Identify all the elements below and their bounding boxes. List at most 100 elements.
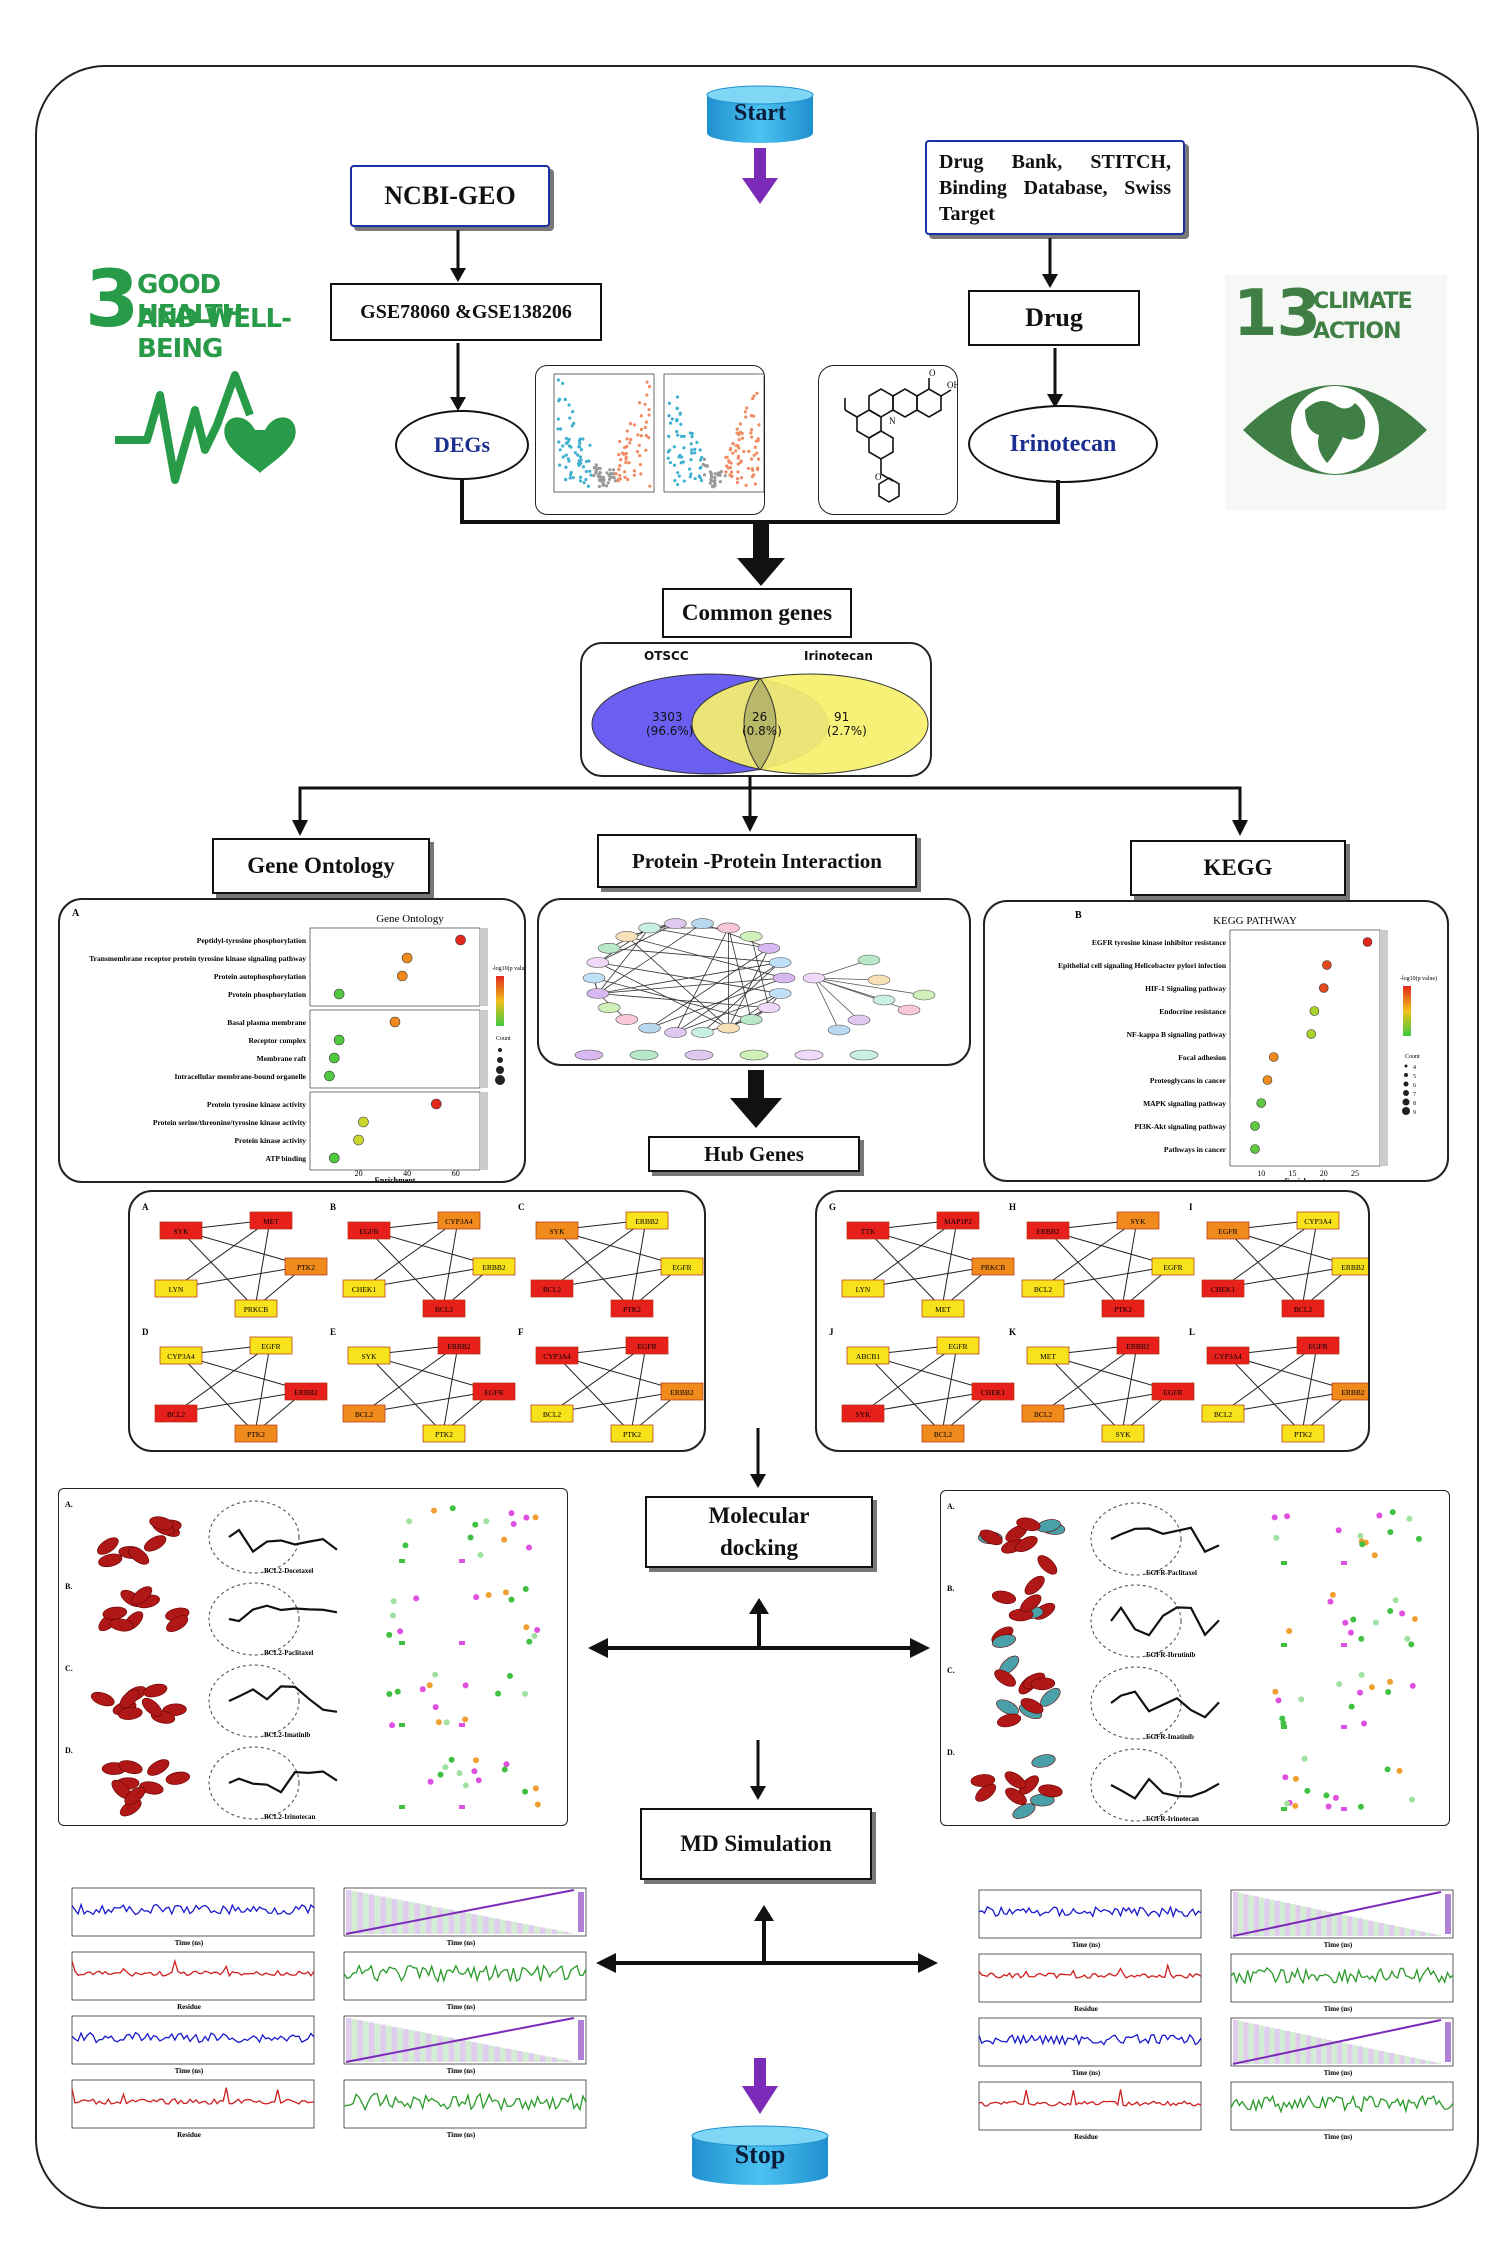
venn-right-label: Irinotecan: [804, 649, 873, 663]
drug-database-label: Drug Bank, STITCH, Binding Database, Swi…: [939, 150, 1171, 225]
docking-pose: C.BCL2-Imatinib: [65, 1664, 529, 1739]
kegg-term-label: Endocrine resistance: [1159, 1007, 1226, 1016]
ppi-node: [638, 1022, 661, 1034]
venn-right-pct: (2.7%): [827, 724, 867, 738]
docking-pose: D.BCL2-Irinotecan: [65, 1746, 541, 1821]
hub-gene-label: ERBB2: [670, 1388, 694, 1397]
go-term-label: Protein kinase activity: [234, 1136, 306, 1145]
hub-gene-node: [234, 1424, 278, 1443]
kegg-term-label: MAPK signaling pathway: [1143, 1099, 1226, 1108]
venn-left-count: 3303: [652, 710, 683, 724]
kegg-count-value: 8: [1413, 1101, 1416, 1107]
hub-gene-node: [1206, 1221, 1250, 1240]
ncbi-geo-label: NCBI-GEO: [384, 181, 516, 210]
hub-gene-node: [154, 1279, 198, 1298]
dataset-box: GSE78060 &GSE138206: [330, 283, 602, 341]
hub-gene-label: EGFR: [1218, 1227, 1237, 1236]
hub-gene-node: [841, 1279, 885, 1298]
hub-gene-node: [1201, 1279, 1245, 1298]
go-dot: [358, 1116, 369, 1128]
hub-panel-letter: H: [1009, 1202, 1016, 1212]
ppi-legend-node: [574, 1049, 604, 1061]
hub-gene-label: BCL2: [1034, 1410, 1053, 1419]
svg-text:O: O: [929, 368, 936, 378]
kegg-count-dot: [1402, 1098, 1410, 1106]
sdg3-line1: GOOD HEALTH: [137, 270, 243, 330]
hub-panel-letter: E: [330, 1327, 336, 1337]
md-heatmap-plot: Time (ns): [1230, 1889, 1454, 1949]
hub-gene-node: [234, 1299, 278, 1318]
gene-ontology-box: Gene Ontology: [212, 838, 430, 894]
md-axis-label: Residue: [177, 2003, 201, 2011]
md-axis-label: Time (ns): [1324, 2069, 1353, 2077]
hub-gene-label: CYP3A4: [167, 1352, 195, 1361]
hub-gene-label: PTK2: [623, 1430, 641, 1439]
common-genes-box: Common genes: [662, 588, 852, 638]
hub-gene-label: EGFR: [672, 1263, 691, 1272]
hub-gene-node: [249, 1336, 293, 1355]
md-axis-label: Time (ns): [447, 2067, 476, 2075]
hub-gene-node: [1206, 1346, 1250, 1365]
docking-panel-letter: C.: [947, 1666, 955, 1675]
sdg13-badge: 13 CLIMATE ACTION: [1225, 275, 1447, 510]
kegg-count-dot: [1402, 1107, 1410, 1115]
md-axis-label: Time (ns): [1324, 2005, 1353, 2013]
hub-panel-letter: J: [829, 1327, 834, 1337]
kegg-count-dot: [1403, 1081, 1409, 1087]
hub-gene-node: [347, 1346, 391, 1365]
hub-gene-node: [342, 1279, 386, 1298]
molecule-structure-panel: OOH NO: [818, 365, 958, 515]
go-color-scale: [496, 976, 504, 1026]
ppi-node: [847, 1014, 871, 1026]
hub-gene-node: [625, 1211, 669, 1230]
hub-gene-node: [1026, 1221, 1070, 1240]
hub-gene-label: ERBB2: [1341, 1388, 1365, 1397]
hub-panel-letter: B: [330, 1202, 336, 1212]
go-dot: [455, 934, 466, 946]
docking-complex-label: BCL2-Irinotecan: [264, 1813, 315, 1821]
md-rmsf-plot: Residue: [71, 1951, 315, 2011]
hub-gene-label: BCL2: [543, 1410, 562, 1419]
irinotecan-label: Irinotecan: [1009, 430, 1117, 457]
hub-gene-node: [1026, 1346, 1070, 1365]
ppi-node: [802, 972, 826, 984]
hub-gene-label: CYP3A4: [1304, 1217, 1332, 1226]
hub-gene-node: [530, 1404, 574, 1423]
hub-panel-letter: L: [1189, 1327, 1195, 1337]
kegg-term-label: Epithelial cell signaling Helicobacter p…: [1058, 961, 1227, 970]
hub-gene-label: EGFR: [1308, 1342, 1327, 1351]
hub-gene-label: BCL2: [435, 1305, 454, 1314]
sdg3-badge: 3 GOOD HEALTH AND WELL-BEING: [85, 260, 305, 520]
ppi-network-panel: [537, 898, 971, 1066]
hub-gene-node: [1281, 1424, 1325, 1443]
molecular-docking-label: Molecular docking: [708, 1503, 810, 1560]
hub-panel-letter: K: [1009, 1327, 1016, 1337]
heartbeat-heart-icon: [115, 371, 296, 484]
hub-gene-label: ERBB2: [1126, 1342, 1150, 1351]
kegg-dot: [1262, 1075, 1273, 1085]
kegg-count-value: 5: [1413, 1074, 1416, 1080]
kegg-term-label: Pathways in cancer: [1164, 1145, 1227, 1154]
hub-panel-letter: F: [518, 1327, 524, 1337]
kegg-term-label: PI3K-Akt signaling pathway: [1134, 1122, 1226, 1131]
hub-gene-node: [971, 1382, 1015, 1401]
ncbi-geo-box: NCBI-GEO: [350, 165, 550, 227]
go-xlabel: Enrichment: [375, 1176, 416, 1183]
ppi-node: [615, 931, 639, 942]
docking-complex-label: BCL2-Imatinib: [264, 1731, 310, 1739]
sdg3-number: 3: [85, 255, 139, 345]
md-axis-label: Time (ns): [447, 1939, 476, 1947]
kegg-xlabel: Enrichment: [1285, 1177, 1326, 1182]
hub-gene-node: [284, 1257, 328, 1276]
hub-panel-letter: A: [142, 1202, 149, 1212]
go-term-label: Protein tyrosine kinase activity: [207, 1100, 306, 1109]
